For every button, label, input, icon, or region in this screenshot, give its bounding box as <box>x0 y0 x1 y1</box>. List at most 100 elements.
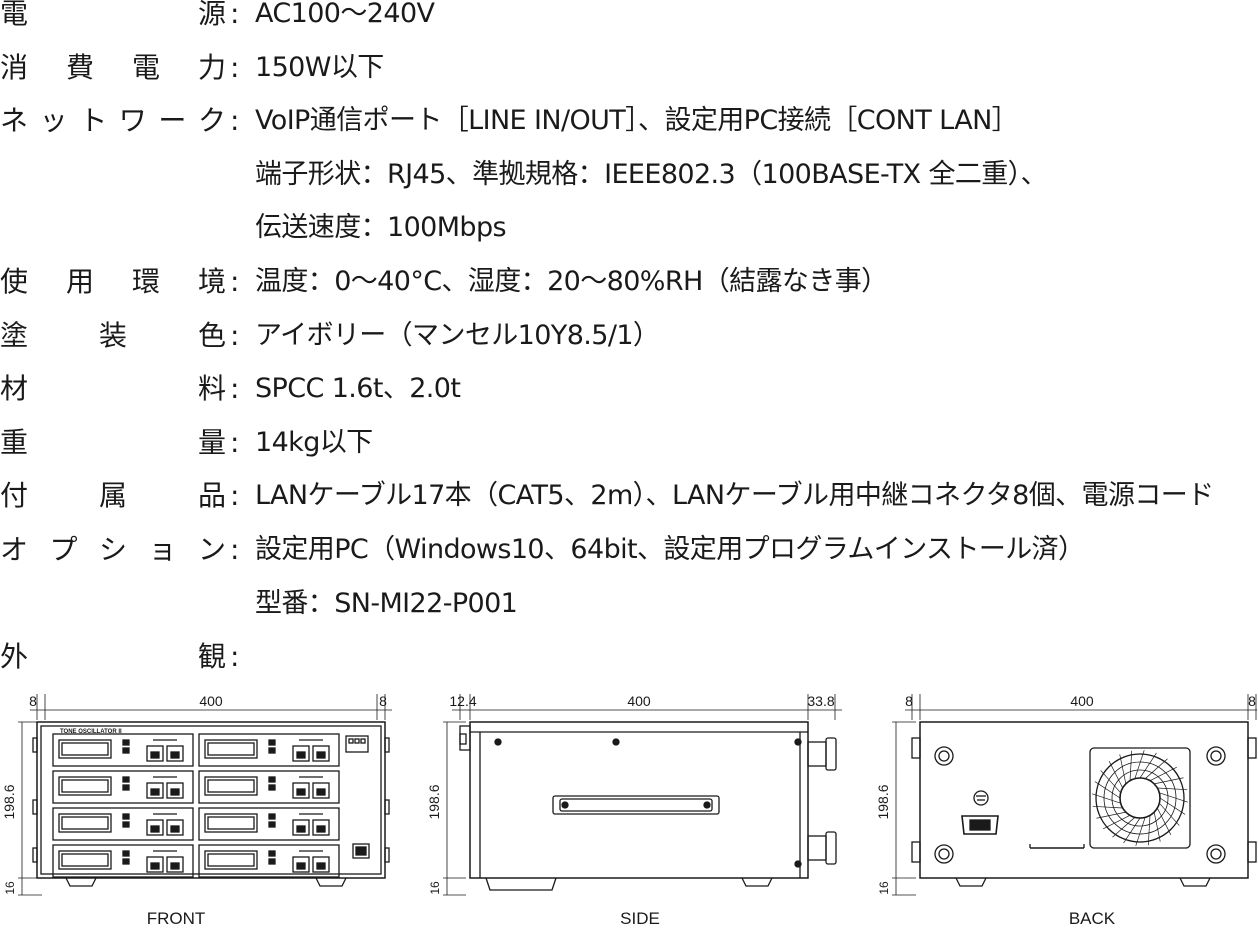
spec-row: 端子形状：RJ45、準拠規格：IEEE802.3（100BASE-TX 全二重）… <box>0 155 1258 195</box>
spec-label: ネットワーク <box>0 101 226 141</box>
fan-guard-wire <box>1123 817 1141 844</box>
spec-colon: : <box>230 479 240 513</box>
spec-label: 使用環境 <box>0 262 226 302</box>
fan-guard-wire <box>1157 807 1172 835</box>
spec-value: 150W以下 <box>255 51 384 83</box>
fan-guard-wire <box>1154 777 1184 785</box>
spec-row: 塗装色:アイボリー（マンセル10Y8.5/1） <box>0 316 1258 356</box>
spec-colon: : <box>230 50 240 84</box>
spec-label-char: 品 <box>197 479 226 513</box>
front-dim-width: 400 <box>199 693 223 709</box>
spec-label-char: 材 <box>0 372 29 406</box>
fan-guard-wire <box>1159 792 1188 803</box>
oscillator-module <box>198 844 340 878</box>
spec-row: 外観: <box>0 637 1258 677</box>
spec-label-char: プ <box>49 533 78 566</box>
fan-guard-wire <box>1159 802 1180 826</box>
side-dim-width: 400 <box>627 693 651 709</box>
fan-guard-wire <box>1100 770 1121 794</box>
spec-label-char: 量 <box>197 425 226 459</box>
spec-colon: : <box>230 533 240 566</box>
spec-row: ネットワーク: VoIP通信ポート［LINE IN/OUT］、設定用PC接続［CO… <box>0 101 1258 141</box>
oscillator-module <box>198 770 340 804</box>
spec-label: 消費電力 <box>0 48 226 88</box>
fan-guard-wire <box>1157 787 1188 791</box>
spec-value: 14kg以下 <box>255 426 373 458</box>
spec-label: 外観 <box>0 637 226 677</box>
spec-colon: : <box>230 104 240 138</box>
spec-label: 付属品 <box>0 476 226 516</box>
spec-label-char: 装 <box>98 318 127 352</box>
spec-row: オプション:設定用PC（Windows10、64bit、設定用プログラムインスト… <box>0 530 1258 570</box>
fan-guard-wire <box>1103 815 1131 830</box>
spec-label-char: 重 <box>0 425 29 459</box>
fan-guard-wire <box>1112 817 1136 838</box>
spec-row: 付属品:LANケーブル17本（CAT5、2m）、LANケーブル用中継コネクタ8個… <box>0 476 1258 516</box>
spec-label-char: ッ <box>39 104 68 138</box>
front-dim-foot: 16 <box>3 881 17 895</box>
spec-label-char: 色 <box>197 318 226 352</box>
fan-guard-wire <box>1119 754 1127 784</box>
spec-label: 材料 <box>0 369 226 409</box>
spec-label-char: 力 <box>197 50 226 84</box>
spec-label-char: ワ <box>118 104 147 138</box>
spec-value: 型番：SN-MI22-P001 <box>255 587 518 619</box>
spec-label-char: 電 <box>0 0 29 30</box>
spec-label-char: 電 <box>131 50 160 84</box>
spec-colon: : <box>230 318 240 352</box>
spec-value: アイボリー（マンセル10Y8.5/1） <box>255 319 660 351</box>
spec-label-char: ョ <box>148 533 177 566</box>
spec-label-char: 料 <box>197 372 226 406</box>
spec-value: AC100〜240V <box>255 0 435 29</box>
spec-label-char: ネ <box>0 104 29 138</box>
spec-colon: : <box>230 425 240 459</box>
fan-guard-wire <box>1094 781 1121 799</box>
spec-value: 端子形状：RJ45、準拠規格：IEEE802.3（100BASE-TX 全二重）… <box>255 158 1048 190</box>
fan-guard-wire <box>1108 761 1123 789</box>
spec-label-char: ク <box>197 104 226 138</box>
oscillator-module <box>52 844 194 878</box>
fan-guard-wire <box>1139 752 1157 779</box>
spec-value: VoIP通信ポート［LINE IN/OUT］、設定用PC接続［CONT LAN］ <box>255 105 1019 137</box>
spec-label-char: 使 <box>0 265 29 298</box>
front-view: 8 400 8 198.6 16 TONE OSCILLATOR II FRON… <box>1 693 392 928</box>
front-dim-right: 8 <box>379 693 387 709</box>
oscillator-module <box>52 770 194 804</box>
spec-label-char: 消 <box>0 50 29 84</box>
fan-guard-wire <box>1092 793 1121 804</box>
spec-label-char: 費 <box>65 50 94 84</box>
spec-label: 重量 <box>0 423 226 463</box>
spec-label: オプション <box>0 530 226 570</box>
side-caption: SIDE <box>620 909 660 928</box>
spec-label-char: オ <box>0 533 29 566</box>
spec-row: 電源: AC100〜240V <box>0 0 1258 34</box>
spec-row: 伝送速度：100Mbps <box>0 208 1258 248</box>
fan-guard-wire <box>1134 750 1145 779</box>
spec-row: 消 費 電 力:150W以下 <box>0 48 1258 88</box>
spec-label-char: ー <box>158 104 187 138</box>
spec-label: 電源 <box>0 0 226 34</box>
front-panel-label: TONE OSCILLATOR II <box>60 729 122 735</box>
side-dim-left: 12.4 <box>449 693 476 709</box>
spec-label-char: シ <box>98 533 127 566</box>
side-dim-right: 33.8 <box>807 693 834 709</box>
back-dim-right: 8 <box>1248 693 1256 709</box>
fan-guard-wire <box>1092 805 1123 809</box>
side-dim-height: 198.6 <box>426 784 442 819</box>
fan-guard-wire <box>1135 817 1146 846</box>
spec-value: SPCC 1.6t、2.0t <box>255 373 461 405</box>
spec-colon: : <box>230 372 240 406</box>
spec-label-char: 用 <box>65 265 94 298</box>
spec-colon: : <box>230 0 240 30</box>
back-dim-width: 400 <box>1070 693 1094 709</box>
fan-guard-wire <box>1149 766 1177 781</box>
spec-label-char: 環 <box>131 265 160 298</box>
spec-row: 重量:14kg以下 <box>0 423 1258 463</box>
oscillator-module <box>52 733 194 767</box>
back-dim-left: 8 <box>905 693 913 709</box>
oscillator-module <box>198 733 340 767</box>
back-caption: BACK <box>1069 909 1116 928</box>
fan-guard-wire <box>1153 812 1161 842</box>
front-caption: FRONT <box>147 909 206 928</box>
front-dim-height: 198.6 <box>1 784 17 819</box>
